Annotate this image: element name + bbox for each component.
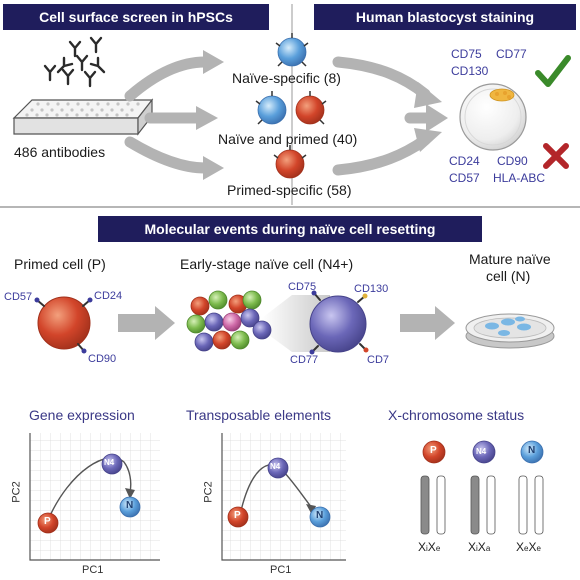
gene-expression-title: Gene expression [29,407,135,423]
gene-node-p: P [44,516,51,527]
naive-and-primed-cells [255,91,327,125]
gene-node-n: N [126,500,134,511]
naive-specific-label: Naïve-specific (8) [232,70,341,86]
te-axis-y: PC2 [202,481,215,503]
x-label-naive-a: X [516,540,525,554]
marker-cd24: CD24 [449,154,480,168]
screen-banner: Cell surface screen in hPSCs [3,4,269,30]
primed-marker-cd24: CD24 [94,290,123,302]
primed-marker-cd57: CD57 [4,291,33,303]
early-cell-cluster [186,290,272,352]
screen-arrows [124,56,211,174]
x-label-primed-a: X [418,540,427,554]
x-label-primed-a-sub: i [426,544,428,553]
marker-cd75: CD75 [451,47,482,61]
primed-cell-icon [34,296,93,354]
x-label-primed-b-sub: e [435,544,441,553]
well-plate-icon [12,98,154,136]
x-node-n4: N4 [476,447,487,456]
x-label-primed-b: X [427,540,436,554]
x-label-naive-b-sub: e [536,544,541,553]
arrow-to-mature [400,306,455,340]
cross-icon [543,143,569,169]
antibody-count-label: 486 antibodies [14,144,106,160]
transposable-elements-plot [221,433,346,561]
transposable-elements-title: Transposable elements [186,407,332,423]
primed-marker-cd90: CD90 [88,353,117,365]
arrow-to-early [118,306,175,340]
marker-hla-abc: HLA-ABC [493,171,546,185]
n4-marker-cd75: CD75 [288,281,317,293]
naive-and-primed-label: Naïve and primed (40) [218,131,358,147]
te-node-n4: N4 [270,462,281,471]
n4-marker-cd77: CD77 [290,354,319,366]
early-cell-title: Early-stage naïve cell (N4+) [180,256,354,272]
naive-specific-cell [275,33,309,67]
check-icon [535,55,571,87]
n4-marker-cd7: CD7 [367,354,390,366]
primed-specific-cell [273,145,307,179]
gene-axis-y: PC2 [10,481,23,503]
gene-axis-x: PC1 [82,564,104,576]
antibody-icons [43,36,106,88]
n4-cell-icon [309,290,369,355]
x-chromosome-panel [420,440,544,535]
events-banner: Molecular events during naïve cell reset… [98,216,482,242]
primed-cell-title: Primed cell (P) [14,256,106,272]
te-node-p: P [234,510,241,521]
x-node-n: N [528,445,536,456]
x-label-primed: XiXe [418,540,440,554]
marker-cd90: CD90 [497,154,528,168]
blastocyst-icon [459,83,527,151]
primed-specific-label: Primed-specific (58) [227,182,352,198]
gene-node-n4: N4 [104,458,115,467]
petri-dish-icon [465,313,555,349]
n4-marker-cd130: CD130 [354,283,389,295]
x-label-n4-a-sub: i [476,544,478,553]
x-label-n4-a: X [468,540,477,554]
x-chromosome-title: X-chromosome status [388,407,525,423]
te-axis-x: PC1 [270,564,292,576]
zoom-cone [262,295,330,352]
x-label-naive-b: X [528,540,537,554]
x-label-n4-b-sub: a [485,544,491,553]
x-node-p: P [430,445,437,456]
x-label-naive: XeXe [516,540,541,554]
gene-expression-plot [29,433,160,561]
te-node-n: N [316,510,324,521]
x-label-naive-a-sub: e [524,544,529,553]
blastocyst-banner: Human blastocyst staining [314,4,576,30]
mature-cell-title-2: cell (N) [486,268,531,284]
marker-cd130: CD130 [451,64,489,78]
marker-cd77: CD77 [496,47,527,61]
x-label-n4: XiXa [468,540,490,554]
x-label-n4-b: X [477,540,486,554]
marker-cd57: CD57 [449,171,480,185]
mature-cell-title-1: Mature naïve [469,251,551,267]
